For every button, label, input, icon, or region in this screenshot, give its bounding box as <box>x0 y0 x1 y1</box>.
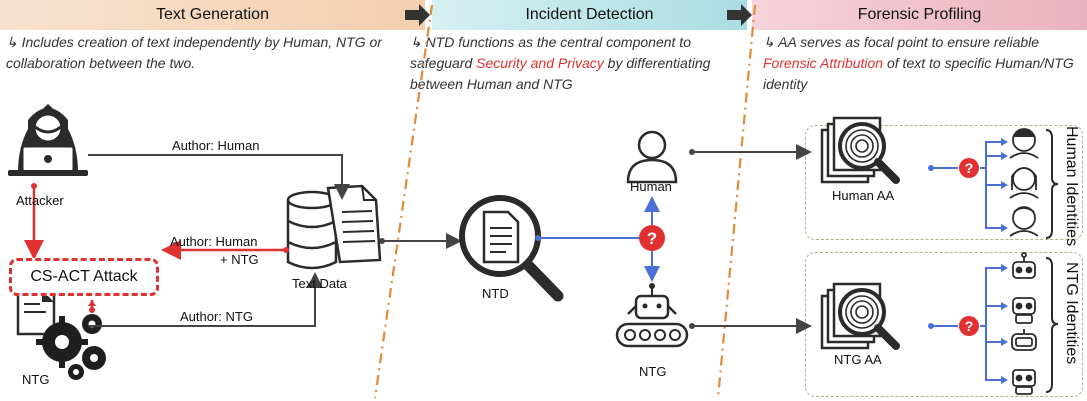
profiling-description-highlight: Forensic Attribution <box>763 55 884 71</box>
human-label: Human <box>630 179 672 194</box>
stage-title-detection: Incident Detection <box>525 6 654 23</box>
ntg-identities-bracket <box>1045 257 1059 393</box>
text-data-label: Text Data <box>292 276 347 291</box>
human-aa-label: Human AA <box>832 188 895 203</box>
human-identity-branches <box>980 141 1001 229</box>
edge-author-human <box>88 154 350 200</box>
detection-description-post: by differentiating between Human and NTG <box>410 55 711 92</box>
question-badge-ntg-aa-icon: ? <box>959 316 979 336</box>
edge-label-author-ntg: Author: NTG <box>180 309 253 324</box>
bullet-arrow-icon: ↳ <box>6 34 18 50</box>
edge-label-author-human-ntg-2: + NTG <box>220 252 259 267</box>
svg-text:?: ? <box>965 318 974 334</box>
ntg-identity-branches <box>980 267 1001 381</box>
human-aa-fingerprint-icon <box>820 116 900 184</box>
question-badge-detection-icon: ? <box>639 225 665 251</box>
stage-title-generation: Text Generation <box>156 6 269 23</box>
svg-text:?: ? <box>965 160 974 176</box>
divider-left <box>373 4 434 399</box>
human-identity-face-2-icon <box>1009 167 1039 199</box>
ntg-identity-robot-2-icon <box>1012 297 1036 324</box>
ntg-identity-robot-3-icon <box>1011 329 1037 351</box>
ntd-label: NTD <box>482 286 509 301</box>
attacker-hacker-icon <box>8 104 88 176</box>
ntd-magnifier-icon <box>459 195 564 302</box>
cs-act-attack-box: CS-ACT Attack <box>9 258 159 296</box>
profiling-description-post: of text to specific Human/NTG identity <box>763 55 1074 92</box>
attacker-label: Attacker <box>16 193 64 208</box>
ntg-detected-label: NTG <box>639 364 667 379</box>
stage-header-detection: Incident Detection <box>432 0 747 30</box>
generation-description-text: Includes creation of text independently … <box>6 34 382 71</box>
stage-header-generation: Text Generation <box>0 0 425 30</box>
human-identities-group <box>805 125 1083 240</box>
detection-description-highlight: Security and Privacy <box>476 55 604 71</box>
human-identities-label: Human Identities <box>1063 126 1080 247</box>
generation-description: ↳ Includes creation of text independentl… <box>6 32 411 74</box>
human-person-icon <box>626 130 678 184</box>
text-data-database-icon <box>286 184 382 270</box>
header-arrow-1-icon <box>405 4 430 26</box>
question-badge-human-aa-icon: ? <box>959 158 979 178</box>
edge-author-ntg <box>88 272 323 327</box>
ntg-identity-robot-4-icon <box>1012 369 1036 395</box>
detection-description-pre: NTD functions as the central component t… <box>410 34 691 71</box>
ntg-identity-robot-1-icon <box>1012 252 1036 279</box>
bullet-arrow-icon: ↳ <box>410 34 422 50</box>
stage-title-profiling: Forensic Profiling <box>857 6 982 23</box>
ntg-robot-icon <box>615 283 689 348</box>
ntg-aa-label: NTG AA <box>834 352 882 367</box>
profiling-description-pre: AA serves as focal point to ensure relia… <box>778 34 1040 50</box>
human-identity-face-1-icon <box>1009 128 1039 159</box>
edge-label-author-human-ntg-1: Author: Human <box>170 234 258 249</box>
svg-text:?: ? <box>647 229 657 248</box>
detection-description: ↳ NTD functions as the central component… <box>410 32 745 95</box>
ntg-identities-label: NTG Identities <box>1063 262 1080 365</box>
human-identities-bracket <box>1045 129 1059 239</box>
profiling-description: ↳ AA serves as focal point to ensure rel… <box>763 32 1085 95</box>
bullet-arrow-icon: ↳ <box>763 34 775 50</box>
ntg-aa-fingerprint-icon <box>820 282 900 350</box>
stage-header-profiling: Forensic Profiling <box>752 0 1087 30</box>
edge-label-author-human: Author: Human <box>172 138 260 153</box>
ntg-source-label: NTG <box>22 372 50 387</box>
header-arrow-2-icon <box>727 4 752 26</box>
divider-right <box>716 4 757 399</box>
cs-act-attack-label: CS-ACT Attack <box>30 268 138 285</box>
human-identity-face-3-icon <box>1009 206 1039 237</box>
